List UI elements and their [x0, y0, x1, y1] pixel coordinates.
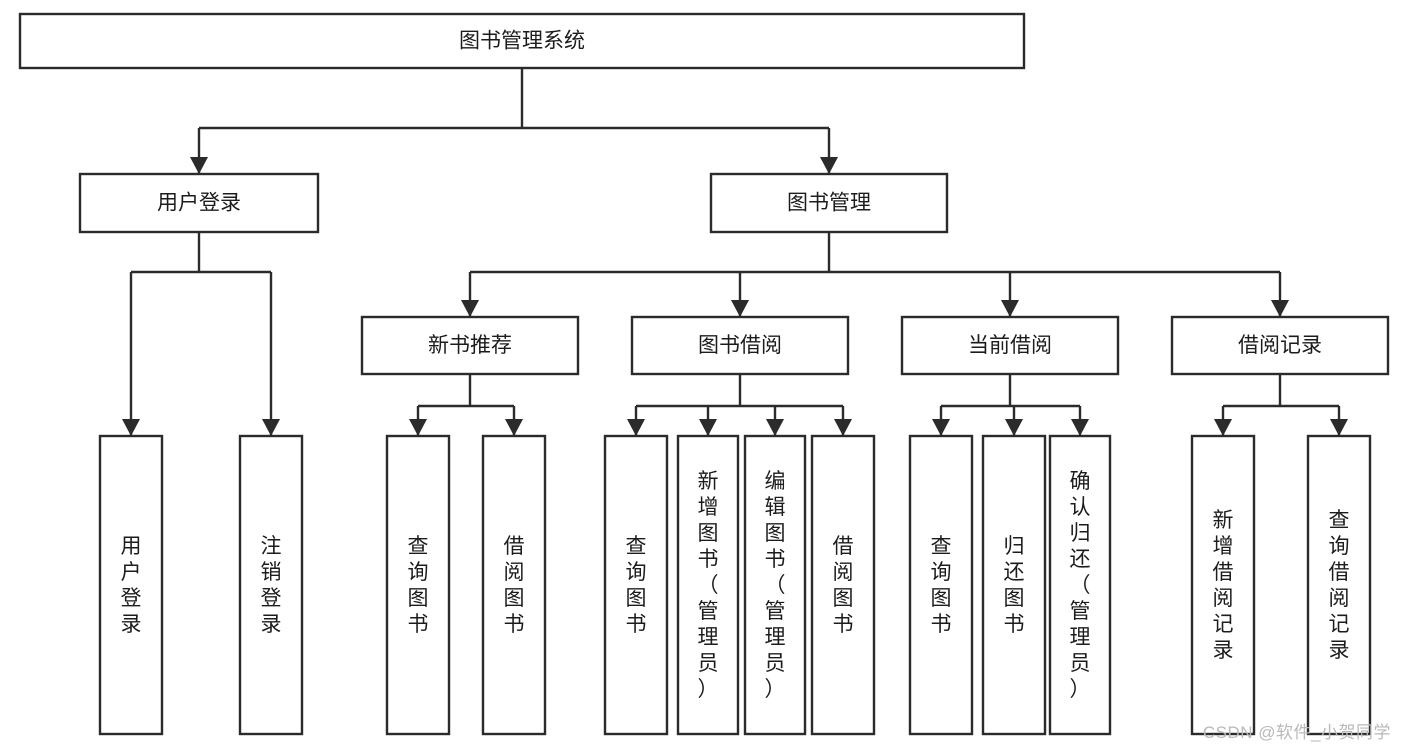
arrow-head-icon	[834, 419, 852, 436]
node-leaf-query-record[interactable]: 查询借阅记录	[1306, 434, 1372, 736]
node-book-manage-rect[interactable]	[709, 172, 949, 234]
arrow-head-icon	[1271, 300, 1289, 317]
node-leaf-add-book-label: 新增图书（管理员）	[698, 470, 719, 701]
node-leaf-query-book-cur-rect[interactable]	[908, 434, 974, 736]
node-root-rect[interactable]	[18, 12, 1026, 70]
node-root[interactable]: 图书管理系统	[18, 12, 1026, 70]
arrow-head-icon	[1001, 300, 1019, 317]
node-leaf-add-record-label: 新增借阅记录	[1213, 509, 1234, 662]
node-leaf-borrow-book-bor[interactable]: 借阅图书	[810, 434, 876, 736]
arrow-head-icon	[409, 419, 427, 436]
node-leaf-logout-rect[interactable]	[238, 434, 304, 736]
node-leaf-add-record-rect[interactable]	[1190, 434, 1256, 736]
node-leaf-logout[interactable]: 注销登录	[238, 434, 304, 736]
node-current-borrow-label: 当前借阅	[968, 334, 1052, 357]
node-borrow-record-rect[interactable]	[1170, 315, 1390, 376]
arrow-head-icon	[190, 157, 208, 174]
node-book-borrow[interactable]: 图书借阅	[630, 315, 850, 376]
node-user-login[interactable]: 用户登录	[78, 172, 320, 234]
arrow-head-icon	[1330, 419, 1348, 436]
node-leaf-return-book[interactable]: 归还图书	[981, 434, 1047, 736]
node-leaf-confirm-return[interactable]: 确认归还（管理员）	[1048, 434, 1112, 736]
arrow-head-icon	[932, 419, 950, 436]
node-leaf-logout-label: 注销登录	[261, 535, 282, 636]
node-current-borrow[interactable]: 当前借阅	[900, 315, 1120, 376]
node-current-borrow-rect[interactable]	[900, 315, 1120, 376]
node-leaf-query-book-cur[interactable]: 查询图书	[908, 434, 974, 736]
node-leaf-edit-book[interactable]: 编辑图书（管理员）	[743, 434, 807, 736]
arrow-head-icon	[1071, 419, 1089, 436]
arrow-head-icon	[627, 419, 645, 436]
node-book-borrow-label: 图书借阅	[698, 334, 782, 357]
arrow-head-icon	[461, 300, 479, 317]
arrow-head-icon	[1214, 419, 1232, 436]
node-leaf-query-book-rec-label: 查询图书	[408, 535, 429, 636]
node-user-login-label: 用户登录	[157, 192, 241, 215]
node-borrow-record-label: 借阅记录	[1238, 334, 1322, 357]
node-leaf-query-record-rect[interactable]	[1306, 434, 1372, 736]
node-leaf-user-login-rect[interactable]	[98, 434, 164, 736]
node-leaf-borrow-book-bor-rect[interactable]	[810, 434, 876, 736]
arrow-head-icon	[820, 157, 838, 174]
node-new-book-rec-label: 新书推荐	[428, 334, 512, 357]
node-leaf-query-book-rec[interactable]: 查询图书	[385, 434, 451, 736]
node-leaf-borrow-book-bor-label: 借阅图书	[833, 535, 854, 636]
node-leaf-edit-book-label: 编辑图书（管理员）	[765, 470, 786, 701]
node-leaf-query-book-bor-label: 查询图书	[626, 535, 647, 636]
arrow-head-icon	[122, 419, 140, 436]
node-leaf-add-book-rect[interactable]	[676, 434, 740, 736]
arrow-head-icon	[262, 419, 280, 436]
node-leaf-user-login[interactable]: 用户登录	[98, 434, 164, 736]
node-leaf-edit-book-rect[interactable]	[743, 434, 807, 736]
node-leaf-add-book[interactable]: 新增图书（管理员）	[676, 434, 740, 736]
node-leaf-query-record-label: 查询借阅记录	[1329, 509, 1350, 662]
node-new-book-rec-rect[interactable]	[360, 315, 580, 376]
arrow-head-icon	[1005, 419, 1023, 436]
node-leaf-confirm-return-rect[interactable]	[1048, 434, 1112, 736]
node-leaf-borrow-book-rec-label: 借阅图书	[504, 535, 525, 636]
node-new-book-rec[interactable]: 新书推荐	[360, 315, 580, 376]
node-leaf-return-book-rect[interactable]	[981, 434, 1047, 736]
node-leaf-query-book-rec-rect[interactable]	[385, 434, 451, 736]
node-leaf-query-book-cur-label: 查询图书	[931, 535, 952, 636]
node-book-manage-label: 图书管理	[787, 192, 871, 215]
node-leaf-return-book-label: 归还图书	[1004, 535, 1025, 636]
node-book-borrow-rect[interactable]	[630, 315, 850, 376]
node-root-label: 图书管理系统	[459, 30, 585, 53]
node-borrow-record[interactable]: 借阅记录	[1170, 315, 1390, 376]
arrow-head-icon	[505, 419, 523, 436]
node-leaf-query-book-bor[interactable]: 查询图书	[603, 434, 669, 736]
node-book-manage[interactable]: 图书管理	[709, 172, 949, 234]
arrow-head-icon	[699, 419, 717, 436]
node-leaf-borrow-book-rec[interactable]: 借阅图书	[481, 434, 547, 736]
node-leaf-confirm-return-label: 确认归还（管理员）	[1070, 470, 1091, 701]
node-leaf-user-login-label: 用户登录	[121, 535, 142, 636]
node-user-login-rect[interactable]	[78, 172, 320, 234]
node-leaf-borrow-book-rec-rect[interactable]	[481, 434, 547, 736]
arrow-head-icon	[766, 419, 784, 436]
node-leaf-add-record[interactable]: 新增借阅记录	[1190, 434, 1256, 736]
arrow-head-icon	[731, 300, 749, 317]
node-leaf-query-book-bor-rect[interactable]	[603, 434, 669, 736]
